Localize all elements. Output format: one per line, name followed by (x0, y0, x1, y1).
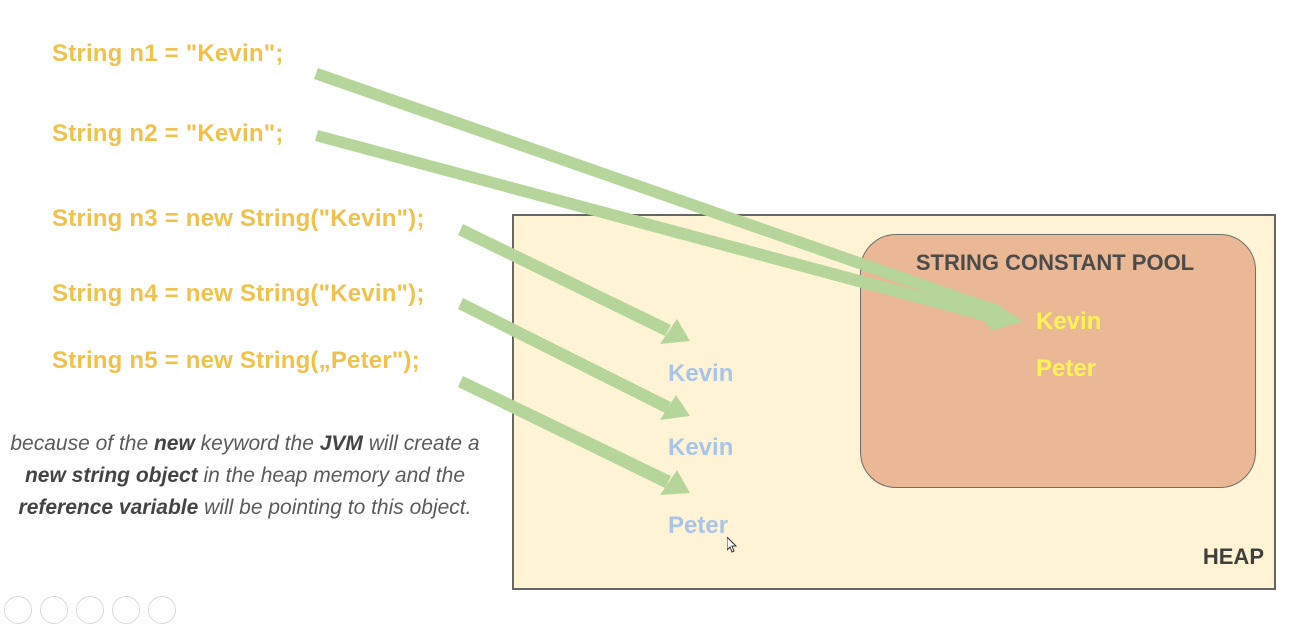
control-button-1[interactable] (4, 596, 32, 624)
control-button-5[interactable] (148, 596, 176, 624)
code-line-n1: String n1 = "Kevin"; (52, 40, 284, 67)
code-line-n5: String n5 = new String(„Peter"); (52, 347, 420, 374)
keyword-new-string-object: new string object (24, 464, 198, 487)
player-controls[interactable] (4, 596, 176, 624)
keyword-jvm: JVM (319, 432, 363, 455)
keyword-new: new (153, 432, 195, 455)
code-line-n2: String n2 = "Kevin"; (52, 120, 284, 147)
code-line-n4: String n4 = new String("Kevin"); (52, 280, 425, 307)
explanation-text: because of the new keyword the JVM will … (10, 432, 480, 519)
pool-title: STRING CONSTANT POOL (915, 250, 1195, 275)
arrow-cursor-icon (727, 537, 737, 553)
control-button-2[interactable] (40, 596, 68, 624)
code-line-n3: String n3 = new String("Kevin"); (52, 205, 425, 232)
control-button-3[interactable] (76, 596, 104, 624)
heap-label: HEAP (1202, 544, 1264, 569)
keyword-reference-variable: reference variable (18, 496, 199, 519)
heap-object-kevin-1: Kevin (668, 360, 734, 387)
heap-object-kevin-2: Kevin (668, 434, 734, 461)
control-button-4[interactable] (112, 596, 140, 624)
pool-value-kevin: Kevin (1036, 308, 1102, 335)
pool-value-peter: Peter (1036, 355, 1097, 382)
heap-object-peter: Peter (668, 512, 729, 539)
